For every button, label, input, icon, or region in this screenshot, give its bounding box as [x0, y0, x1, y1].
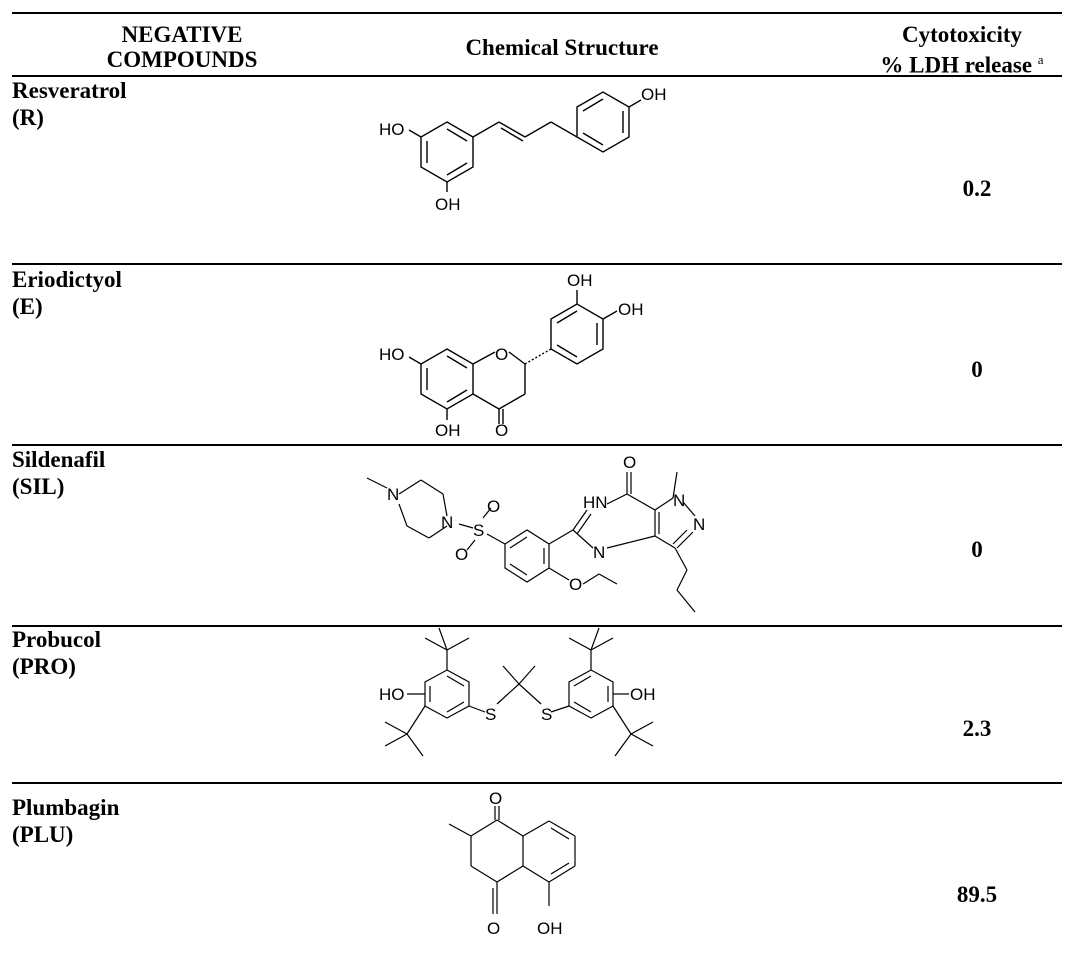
- compound-name: Eriodictyol: [12, 267, 122, 292]
- compound-abbreviation: (E): [12, 294, 43, 319]
- structure-sildenafil: N N S O O O HN N N N O: [337, 444, 837, 619]
- atom-label: OH: [630, 685, 656, 704]
- atom-label: N: [693, 515, 705, 534]
- footnote-marker: a: [1037, 52, 1044, 67]
- atom-label: HO: [379, 345, 405, 364]
- header-cytotoxicity-line2: % LDH release a: [862, 47, 1062, 78]
- cytotoxicity-value: 89.5: [956, 882, 998, 907]
- compound-name-eriodictyol: Eriodictyol (E): [12, 266, 122, 320]
- atom-label: S: [541, 705, 552, 724]
- compound-abbreviation: (PLU): [12, 822, 74, 847]
- structure-probucol: HO S S OH: [337, 624, 837, 794]
- atom-label: N: [593, 543, 605, 562]
- compound-name-sildenafil: Sildenafil (SIL): [12, 446, 105, 500]
- atom-label: O: [623, 453, 636, 472]
- header-chemical-structure: Chemical Structure: [465, 35, 659, 60]
- atom-label: HN: [583, 493, 608, 512]
- header-ldh-label: % LDH release: [880, 52, 1033, 78]
- atom-label: O: [489, 789, 502, 808]
- atom-label: OH: [537, 919, 563, 938]
- structure-eriodictyol: O OH OH HO OH O: [337, 264, 837, 439]
- header-compounds-line1: NEGATIVE: [121, 22, 243, 47]
- header-cytotoxicity: Cytotoxicity % LDH release a: [862, 22, 1062, 78]
- compound-abbreviation: (PRO): [12, 654, 76, 679]
- structure-plumbagin: O O OH: [337, 784, 837, 959]
- atom-label: OH: [618, 300, 644, 319]
- compound-name-probucol: Probucol (PRO): [12, 626, 101, 680]
- compound-name: Probucol: [12, 627, 102, 652]
- cytotoxicity-value: 2.3: [962, 716, 992, 741]
- atom-label: O: [569, 575, 582, 594]
- structure-resveratrol: HO OH OH: [337, 78, 837, 263]
- atom-label: N: [441, 513, 453, 532]
- compound-name: Plumbagin: [12, 795, 120, 820]
- header-compounds-line2: COMPOUNDS: [106, 47, 258, 72]
- compound-name-resveratrol: Resveratrol (R): [12, 77, 127, 131]
- atom-label: O: [487, 497, 500, 516]
- row-separator: [12, 625, 1062, 627]
- atom-label: OH: [435, 421, 461, 439]
- atom-label: O: [487, 919, 500, 938]
- atom-label: OH: [567, 271, 593, 290]
- atom-label: HO: [379, 120, 405, 139]
- atom-label: HO: [379, 685, 405, 704]
- cytotoxicity-value: 0: [971, 357, 983, 382]
- header-cytotoxicity-line1: Cytotoxicity: [901, 22, 1023, 47]
- row-separator: [12, 782, 1062, 784]
- header-compounds: NEGATIVE COMPOUNDS: [52, 22, 312, 72]
- row-separator: [12, 263, 1062, 265]
- table-top-rule: [12, 12, 1062, 14]
- atom-label: N: [387, 485, 399, 504]
- atom-label: N: [673, 491, 685, 510]
- atom-label: S: [473, 521, 484, 540]
- cytotoxicity-value: 0.2: [962, 176, 992, 201]
- atom-label: OH: [435, 195, 461, 214]
- compound-abbreviation: (SIL): [12, 474, 65, 499]
- atom-label: S: [485, 705, 496, 724]
- atom-label: O: [495, 345, 508, 364]
- atom-label: OH: [641, 85, 667, 104]
- compound-abbreviation: (R): [12, 105, 44, 130]
- atom-label: O: [495, 421, 508, 439]
- row-separator: [12, 444, 1062, 446]
- cytotoxicity-value: 0: [971, 537, 983, 562]
- compound-name-plumbagin: Plumbagin (PLU): [12, 794, 119, 848]
- compound-name: Resveratrol: [12, 78, 127, 103]
- atom-label: O: [455, 545, 468, 564]
- compound-name: Sildenafil: [12, 447, 106, 472]
- header-bottom-rule: [12, 75, 1062, 77]
